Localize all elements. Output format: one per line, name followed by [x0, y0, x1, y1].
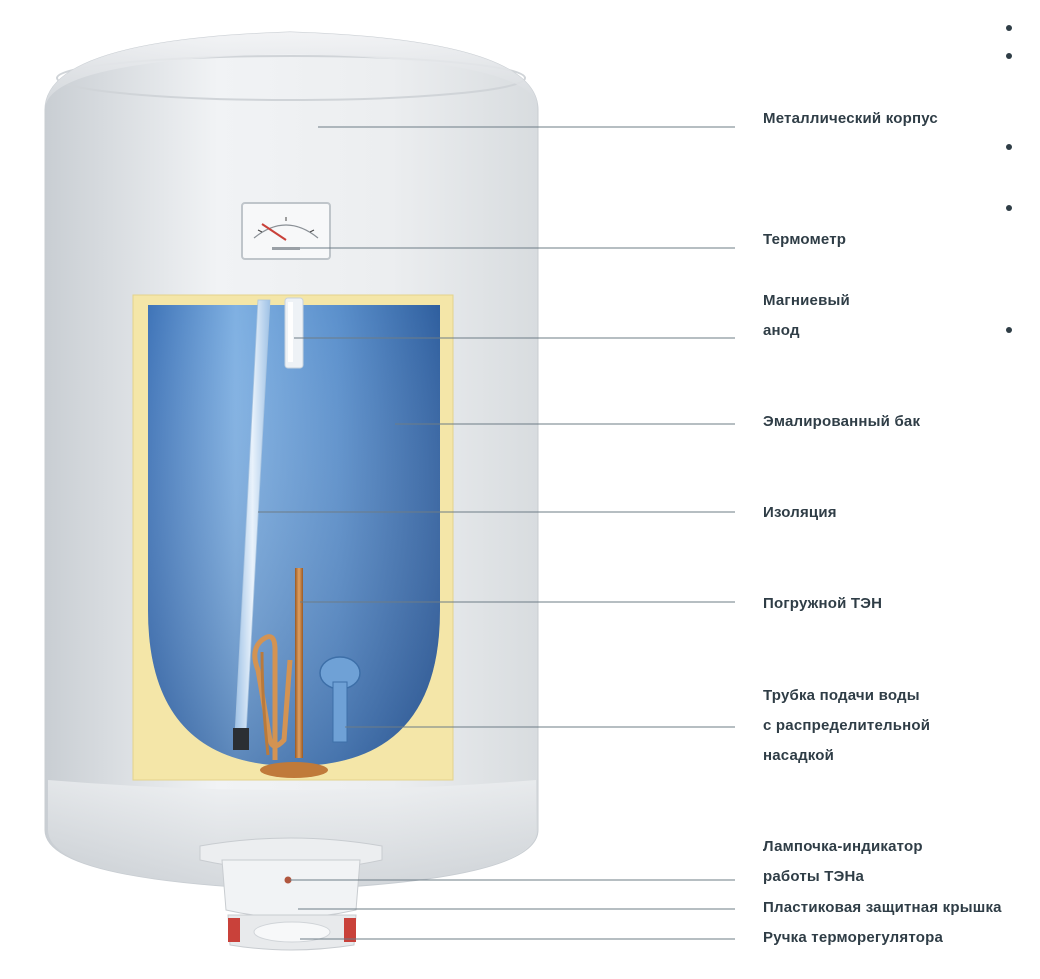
- leader-lines: [258, 126, 735, 940]
- label-metal-casing: Металлический корпус: [763, 110, 938, 127]
- label-water-supply-pipe: Трубка подачи воды с распределительной н…: [763, 687, 931, 764]
- bullet-marker: [1006, 205, 1012, 211]
- thermostat-knob[interactable]: [227, 914, 357, 951]
- thermometer-dial: [241, 202, 331, 260]
- plastic-cover: [199, 837, 383, 918]
- immersion-heater: [252, 568, 303, 760]
- bullet-marker: [1006, 327, 1012, 333]
- bullet-marker: [1006, 25, 1012, 31]
- water-supply-pipe: [233, 299, 271, 750]
- bullet-marker: [1006, 53, 1012, 59]
- label-thermometer: Термометр: [763, 231, 847, 248]
- label-indicator-lamp: Лампочка-индикатор работы ТЭНа: [763, 838, 923, 885]
- label-plastic-cover: Пластиковая защитная крышка: [763, 899, 1002, 916]
- distribution-nozzle: [319, 656, 361, 743]
- label-insulation: Изоляция: [763, 504, 837, 521]
- enamelled-tank: [148, 305, 440, 778]
- label-magnesium-anode: Магниевый анод: [763, 292, 850, 339]
- magnesium-anode: [284, 297, 304, 369]
- label-enamelled-tank: Эмалированный бак: [763, 413, 921, 430]
- label-immersion-heater: Погружной ТЭН: [763, 595, 883, 612]
- bullet-marker: [1006, 144, 1012, 150]
- label-thermostat-knob: Ручка терморегулятора: [763, 929, 943, 946]
